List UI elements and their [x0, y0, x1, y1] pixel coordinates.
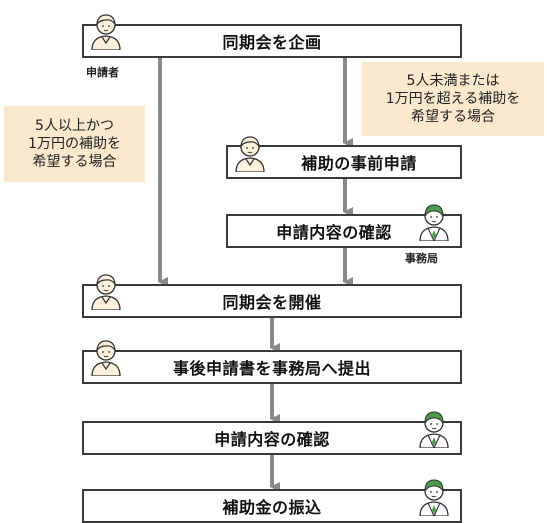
- step-pre-apply-label: 補助の事前申請: [301, 154, 417, 173]
- step-plan-label: 同期会を企画: [222, 33, 322, 52]
- step-pre-apply: 補助の事前申請: [226, 145, 462, 179]
- step-confirm-1-label: 申請内容の確認: [276, 223, 392, 242]
- applicant-person-icon: [86, 10, 126, 50]
- office-staff-icon: [414, 201, 454, 241]
- note-left-line-1: 5人以上かつ: [35, 118, 114, 134]
- note-right-line-1: 5人未満または: [406, 73, 500, 89]
- office-staff-icon: [414, 476, 454, 516]
- note-left-line-3: 希望する場合: [32, 154, 117, 170]
- step-plan: 同期会を企画: [82, 24, 462, 58]
- step-transfer-label: 補助金の振込: [222, 498, 322, 517]
- applicant-person-icon: [86, 336, 126, 376]
- note-right-line-3: 希望する場合: [411, 109, 495, 125]
- condition-note-right: 5人未満または 1万円を超える補助を 希望する場合: [362, 62, 544, 136]
- condition-note-left: 5人以上かつ 1万円の補助を 希望する場合: [4, 106, 145, 182]
- step-hold: 同期会を開催: [82, 284, 462, 318]
- note-left-line-2: 1万円の補助を: [28, 136, 121, 152]
- office-staff-icon: [414, 408, 454, 448]
- role-label-applicant: 申請者: [86, 66, 119, 79]
- step-post-submit: 事後申請書を事務局へ提出: [82, 350, 462, 384]
- note-right-line-2: 1万円を超える補助を: [385, 91, 521, 107]
- applicant-person-icon: [86, 270, 126, 310]
- step-confirm-2: 申請内容の確認: [82, 421, 462, 455]
- step-hold-label: 同期会を開催: [222, 293, 322, 312]
- applicant-person-icon: [230, 132, 270, 172]
- step-post-submit-label: 事後申請書を事務局へ提出: [172, 359, 371, 378]
- step-transfer: 補助金の振込: [82, 489, 462, 523]
- step-confirm-2-label: 申請内容の確認: [214, 430, 330, 449]
- role-label-office: 事務局: [405, 252, 438, 265]
